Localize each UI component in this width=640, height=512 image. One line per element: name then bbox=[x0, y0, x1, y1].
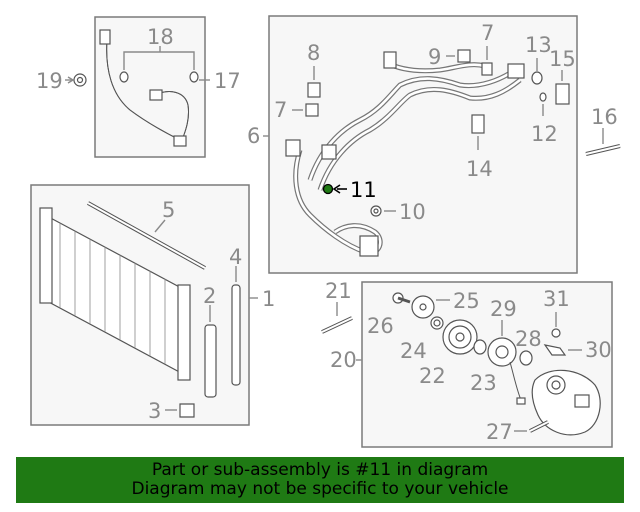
callout-1: 1 bbox=[262, 287, 275, 311]
callout-24: 24 bbox=[400, 339, 427, 363]
callout-22: 22 bbox=[419, 364, 446, 388]
callout-13: 13 bbox=[525, 33, 552, 57]
hose-assembly-box bbox=[94, 16, 210, 158]
callout-18: 18 bbox=[147, 25, 174, 49]
callout-31: 31 bbox=[543, 287, 570, 311]
callout-14: 14 bbox=[466, 157, 493, 181]
banner-line-2: Diagram may not be specific to your vehi… bbox=[131, 479, 509, 499]
callout-7b: 7 bbox=[481, 21, 494, 45]
callout-25: 25 bbox=[453, 289, 480, 313]
callout-28: 28 bbox=[515, 327, 542, 351]
callout-23: 23 bbox=[470, 371, 497, 395]
callout-15: 15 bbox=[549, 47, 576, 71]
callout-12: 12 bbox=[531, 122, 558, 146]
part-16 bbox=[585, 128, 621, 156]
callout-27: 27 bbox=[486, 420, 513, 444]
callout-17: 17 bbox=[214, 69, 241, 93]
callout-19: 19 bbox=[36, 69, 63, 93]
callout-6: 6 bbox=[247, 124, 260, 148]
callout-16: 16 bbox=[591, 105, 618, 129]
callout-4: 4 bbox=[229, 245, 242, 269]
callout-30: 30 bbox=[585, 338, 612, 362]
callout-3: 3 bbox=[148, 399, 161, 423]
callout-5: 5 bbox=[162, 198, 175, 222]
callout-2: 2 bbox=[203, 284, 216, 308]
callout-9: 9 bbox=[428, 45, 441, 69]
callout-8: 8 bbox=[307, 41, 320, 65]
compressor-box bbox=[356, 281, 613, 448]
callout-26: 26 bbox=[367, 314, 394, 338]
callout-7a: 7 bbox=[274, 98, 287, 122]
callout-21: 21 bbox=[325, 279, 352, 303]
ac-line-box bbox=[263, 15, 578, 274]
part-21 bbox=[321, 302, 353, 334]
callout-20: 20 bbox=[330, 348, 357, 372]
callout-10: 10 bbox=[399, 200, 426, 224]
callout-29: 29 bbox=[490, 297, 517, 321]
part-11-highlight bbox=[322, 183, 334, 195]
banner-line-1: Part or sub-assembly is #11 in diagram bbox=[151, 460, 489, 480]
info-banner: Part or sub-assembly is #11 in diagram D… bbox=[16, 457, 624, 503]
part-19 bbox=[65, 73, 87, 87]
callout-11: 11 bbox=[350, 178, 377, 202]
condenser-box bbox=[30, 184, 258, 426]
